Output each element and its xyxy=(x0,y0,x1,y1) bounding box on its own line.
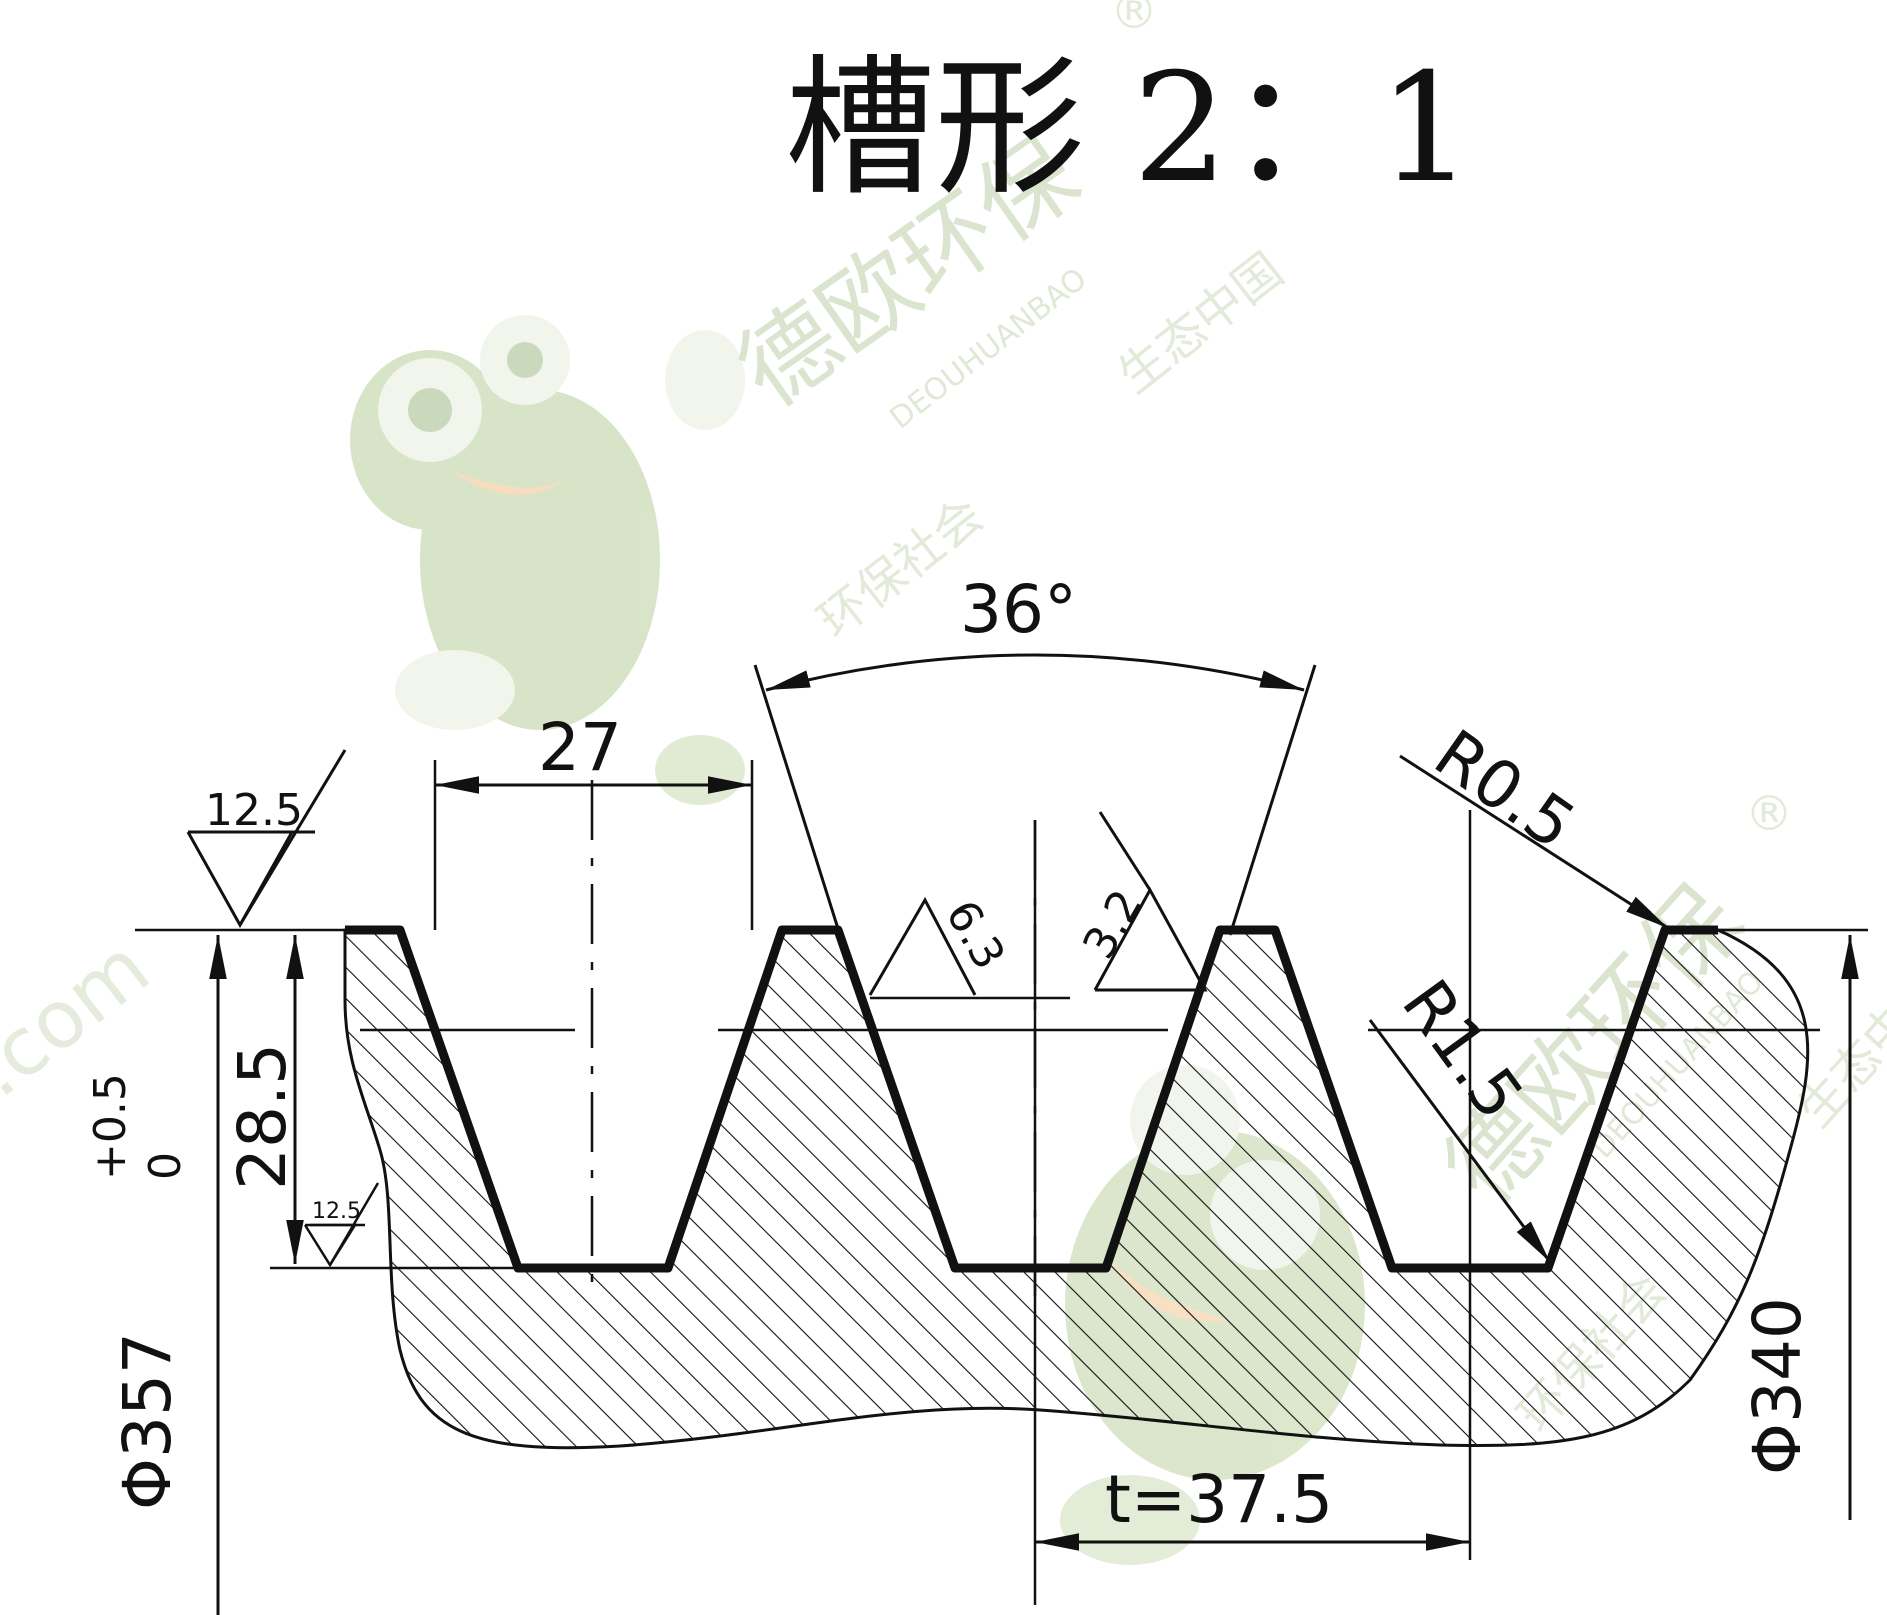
dim-groove-width: 27 xyxy=(435,709,752,794)
roughness-flank-right-value: 3.2 xyxy=(1073,881,1152,967)
roughness-groove-bottom-value: 12.5 xyxy=(312,1199,361,1224)
dim-root-diameter: Φ340 xyxy=(1739,935,1859,1520)
hatched-section xyxy=(343,928,1810,1450)
roughness-flank-left: 6.3 xyxy=(868,892,1015,996)
roughness-top-surface-value: 12.5 xyxy=(205,785,303,836)
reference-lines xyxy=(135,760,1868,1605)
dim-tip-radius: R0.5 xyxy=(1399,715,1669,930)
center-lines xyxy=(590,780,1037,1300)
dim-root-diameter-label: Φ340 xyxy=(1739,1297,1816,1475)
roughness-top-surface: 12.5 xyxy=(186,749,347,929)
dim-outer-tolerance-upper: +0.5 xyxy=(85,1073,136,1180)
dim-pitch-label: t=37.5 xyxy=(1105,1461,1333,1538)
dim-outer-tolerance-lower: 0 xyxy=(140,1152,191,1180)
roughness-flank-right: 3.2 xyxy=(1073,811,1208,992)
dim-groove-angle-label: 36° xyxy=(960,571,1077,648)
roughness-groove-bottom: 12.5 xyxy=(303,1182,380,1268)
dim-groove-depth: 28.5 xyxy=(224,935,304,1264)
dim-outer-diameter: Φ357 +0.5 0 xyxy=(85,935,227,1615)
drawing-title: 槽形 2：1 xyxy=(785,42,1474,216)
frog-mascot-icon xyxy=(350,315,745,805)
watermark-registered: ® xyxy=(1110,0,1158,40)
dim-groove-width-label: 27 xyxy=(538,709,622,786)
watermark-registered: ® xyxy=(1745,786,1793,842)
dim-tip-radius-label: R0.5 xyxy=(1421,715,1589,865)
watermark-slogan-1: 生态中国 xyxy=(1108,242,1294,404)
dim-outer-diameter-label: Φ357 xyxy=(109,1332,186,1510)
dim-groove-depth-label: 28.5 xyxy=(224,1043,301,1190)
dim-pitch: t=37.5 xyxy=(1035,1461,1470,1551)
dim-groove-angle: 36° xyxy=(753,571,1317,936)
roughness-flank-left-value: 6.3 xyxy=(935,892,1014,978)
groove-profile-line xyxy=(345,925,1718,1273)
watermark-domain: .com xyxy=(0,921,166,1115)
